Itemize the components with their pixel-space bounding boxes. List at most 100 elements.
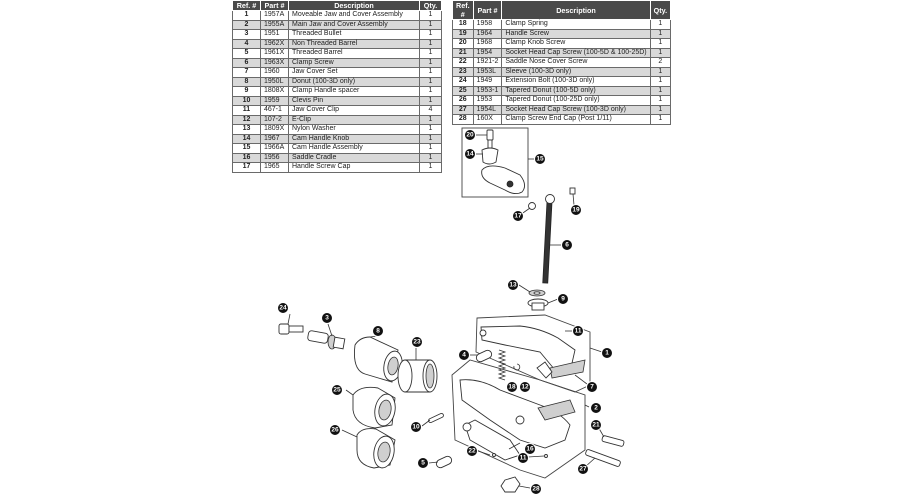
callout-23: 23 (411, 336, 423, 348)
callout-14: 14 (464, 148, 476, 160)
callout-6: 6 (561, 239, 573, 251)
callout-11-bottom: 11 (517, 452, 529, 464)
svg-text:7: 7 (590, 384, 594, 391)
svg-text:15: 15 (536, 156, 544, 163)
svg-text:11: 11 (575, 328, 582, 335)
svg-text:3: 3 (325, 315, 329, 322)
svg-text:4: 4 (462, 352, 466, 359)
part-qty: 1 (419, 162, 442, 173)
cam-handle-knob-part (481, 147, 499, 165)
threaded-bullet-part (307, 330, 346, 350)
moveable-jaw-assembly (475, 314, 591, 393)
svg-text:21: 21 (592, 422, 600, 429)
callout-10: 10 (410, 421, 422, 433)
handle-screw-part (569, 187, 576, 195)
svg-text:22: 22 (468, 448, 476, 455)
callout-2: 2 (590, 402, 602, 414)
callout-25: 25 (331, 384, 343, 396)
socket-head-cap-screw-21-part (601, 435, 625, 447)
callout-17: 17 (512, 210, 524, 222)
header-description: Description (501, 0, 651, 20)
svg-text:23: 23 (413, 339, 421, 346)
svg-text:1: 1 (605, 350, 609, 357)
non-threaded-barrel-part (475, 349, 493, 363)
main-jaw-assembly (451, 359, 586, 479)
callout-11-top: 11 (572, 325, 584, 337)
clevis-pin-part (428, 413, 444, 423)
callout-21: 21 (590, 419, 602, 431)
callout-18: 18 (506, 381, 518, 393)
callout-26: 26 (329, 424, 341, 436)
donut-part (354, 336, 403, 383)
callout-28: 28 (530, 483, 542, 495)
callout-27: 27 (577, 463, 589, 475)
svg-text:13: 13 (509, 282, 517, 289)
header-ref: Ref. # (452, 0, 474, 20)
svg-text:11: 11 (520, 455, 527, 462)
cam-handle-part (481, 165, 525, 195)
cam-handle-assembly-box (461, 127, 535, 198)
callout-8: 8 (372, 325, 384, 337)
clamp-handle-spacer-part (527, 298, 549, 311)
svg-text:10: 10 (412, 424, 420, 431)
svg-text:2: 2 (594, 405, 598, 412)
svg-text:14: 14 (466, 151, 474, 158)
callout-5: 5 (417, 457, 429, 469)
svg-text:18: 18 (508, 384, 516, 391)
nylon-washer-part (528, 289, 546, 297)
callout-15: 15 (534, 153, 546, 165)
handle-screw-cap-part (528, 202, 536, 210)
socket-head-cap-screw-27-part (585, 449, 621, 467)
svg-text:25: 25 (333, 387, 341, 394)
svg-text:27: 27 (579, 466, 587, 473)
svg-text:5: 5 (421, 460, 425, 467)
callout-7: 7 (586, 381, 598, 393)
clamp-knob-screw-part (486, 129, 494, 149)
header-qty: Qty. (419, 0, 442, 11)
sleeve-part (397, 359, 438, 393)
callout-22-left: 22 (466, 445, 478, 457)
svg-text:24: 24 (279, 305, 287, 312)
callout-1: 1 (601, 347, 613, 359)
callout-3: 3 (321, 312, 333, 324)
extension-bolt-part (278, 323, 304, 335)
part-qty: 1 (649, 114, 672, 125)
callout-9: 9 (557, 293, 569, 305)
tapered-donut-5d-part (352, 386, 396, 429)
svg-text:9: 9 (561, 296, 565, 303)
svg-text:6: 6 (565, 242, 569, 249)
callout-12: 12 (519, 381, 531, 393)
clamp-screw-part (542, 194, 555, 284)
e-clip-part (513, 363, 521, 371)
callout-4: 4 (458, 349, 470, 361)
tapered-donut-25d-part (356, 428, 396, 469)
callout-24: 24 (277, 302, 289, 314)
svg-text:17: 17 (514, 213, 522, 220)
svg-text:28: 28 (532, 486, 540, 493)
clamp-spring-part (497, 349, 507, 381)
callout-16: 16 (524, 443, 536, 455)
header-qty: Qty. (649, 0, 672, 20)
svg-text:12: 12 (521, 384, 529, 391)
callout-20: 20 (464, 129, 476, 141)
clamp-screw-end-cap-part (500, 476, 521, 493)
threaded-barrel-part (435, 455, 453, 469)
